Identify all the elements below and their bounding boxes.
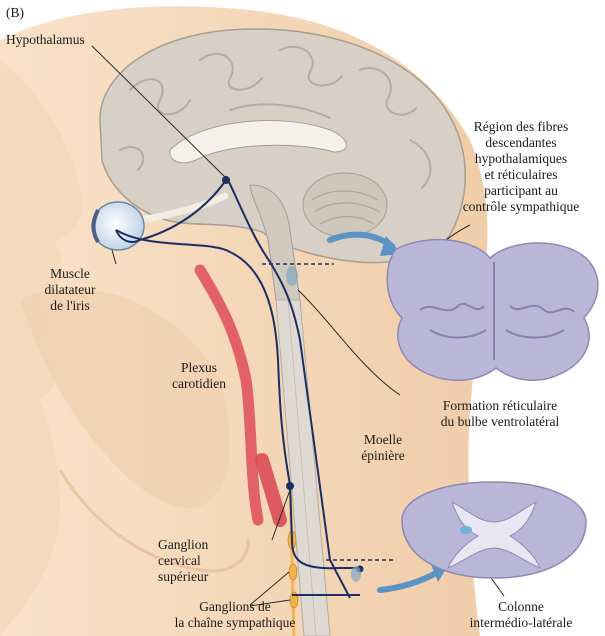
- intermediolateral-column: [460, 526, 472, 534]
- eye: [92, 202, 144, 250]
- chaine-line-1: Ganglions de: [150, 599, 320, 615]
- hypothalamus-label: Hypothalamus: [6, 32, 85, 48]
- medulla-cross-section: [387, 240, 598, 381]
- muscle-label: Muscle dilatateur de l'iris: [22, 266, 118, 314]
- region-line-5: participant au: [446, 183, 596, 199]
- muscle-line-3: de l'iris: [22, 298, 118, 314]
- ganglion-cervical-label: Ganglion cervical supérieur: [158, 537, 208, 585]
- ganglion-line-2: cervical: [158, 553, 208, 569]
- chaine-line-2: la chaîne sympathique: [150, 615, 320, 631]
- formation-label: Formation réticulaire du bulbe ventrolat…: [418, 398, 582, 430]
- region-line-3: hypothalamiques: [446, 151, 596, 167]
- moelle-label: Moelle épinière: [350, 432, 416, 464]
- moelle-line-1: Moelle: [350, 432, 416, 448]
- region-line-6: contrôle sympathique: [446, 199, 596, 215]
- plexus-label: Plexus carotidien: [158, 360, 240, 392]
- formation-line-1: Formation réticulaire: [418, 398, 582, 414]
- muscle-line-2: dilatateur: [22, 282, 118, 298]
- medulla-highlight: [286, 266, 298, 286]
- region-label: Région des fibres descendantes hypothala…: [446, 119, 596, 215]
- plexus-line-1: Plexus: [158, 360, 240, 376]
- formation-line-2: du bulbe ventrolatéral: [418, 414, 582, 430]
- colonne-line-1: Colonne: [454, 599, 588, 615]
- spinal-highlight: [351, 566, 361, 582]
- muscle-line-1: Muscle: [22, 266, 118, 282]
- hypothalamus-dot: [222, 176, 230, 184]
- ganglion-line-3: supérieur: [158, 569, 208, 585]
- cerebellum: [303, 173, 387, 237]
- ganglion-line-1: Ganglion: [158, 537, 208, 553]
- panel-letter: (B): [6, 5, 24, 21]
- plexus-line-2: carotidien: [158, 376, 240, 392]
- region-line-4: et réticulaires: [446, 167, 596, 183]
- moelle-line-2: épinière: [350, 448, 416, 464]
- region-line-1: Région des fibres: [446, 119, 596, 135]
- region-line-2: descendantes: [446, 135, 596, 151]
- colonne-line-2: intermédio-latérale: [454, 615, 588, 631]
- ganglion-dot: [286, 482, 294, 490]
- ganglions-chaine-label: Ganglions de la chaîne sympathique: [150, 599, 320, 631]
- colonne-label: Colonne intermédio-latérale: [454, 599, 588, 631]
